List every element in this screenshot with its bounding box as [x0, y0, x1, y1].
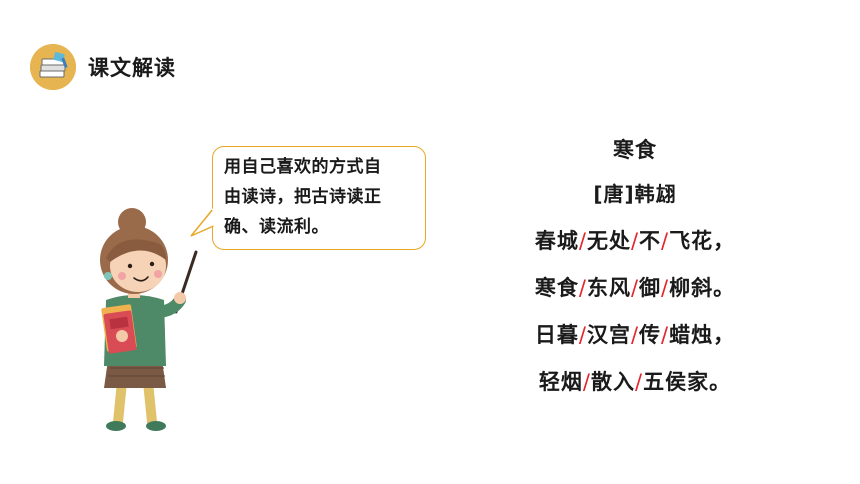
poem-segment: 五侯家。 — [643, 370, 732, 394]
poem-line: 日暮/汉宫/传/蜡烛， — [500, 312, 770, 359]
poem-segment: 汉宫 — [586, 323, 631, 347]
poem-author: [唐]韩翃 — [593, 182, 677, 206]
bubble-line: 确、读流利。 — [224, 217, 329, 237]
poem-segment: 传 — [639, 323, 662, 347]
pause-mark: / — [661, 323, 670, 347]
pause-mark: / — [661, 276, 670, 300]
pause-mark: / — [635, 370, 644, 394]
poem-line: 轻烟/散入/五侯家。 — [500, 359, 770, 406]
poem-segment: 飞花， — [669, 229, 736, 253]
speech-bubble-text: 用自己喜欢的方式自 由读诗，把古诗读正 确、读流利。 — [224, 152, 424, 242]
books-icon — [30, 44, 76, 90]
bubble-line: 用自己喜欢的方式自 — [224, 157, 382, 177]
poem-line: 春城/无处/不/飞花， — [500, 218, 770, 265]
teacher-illustration — [100, 208, 198, 431]
pause-mark: / — [578, 323, 587, 347]
poem-segment: 御 — [639, 276, 662, 300]
speech-bubble — [212, 146, 426, 250]
pause-mark: / — [630, 229, 640, 253]
bubble-line: 由读诗，把古诗读正 — [224, 187, 382, 207]
pause-mark: / — [582, 370, 591, 394]
pause-mark: / — [578, 276, 587, 300]
pause-mark: / — [630, 323, 640, 347]
poem: 寒食 [唐]韩翃 春城/无处/不/飞花， 寒食/东风/御/柳斜。 日暮/汉宫/传… — [500, 130, 770, 406]
poem-segment: 东风 — [586, 276, 631, 300]
section-header: 课文解读 — [30, 42, 176, 92]
speech-bubble-tail — [190, 208, 214, 237]
poem-segment: 散入 — [591, 370, 635, 394]
section-title: 课文解读 — [88, 56, 176, 80]
poem-title: 寒食 — [613, 138, 657, 162]
poem-segment: 日暮 — [534, 323, 579, 347]
poem-segment: 不 — [639, 229, 662, 253]
pause-mark: / — [630, 276, 640, 300]
poem-segment: 春城 — [534, 229, 579, 253]
poem-segment: 轻烟 — [538, 370, 583, 394]
poem-line: 寒食/东风/御/柳斜。 — [500, 265, 770, 312]
poem-segment: 寒食 — [534, 276, 579, 300]
pause-mark: / — [578, 229, 587, 253]
pause-mark: / — [661, 229, 670, 253]
poem-segment: 柳斜。 — [669, 276, 736, 300]
poem-segment: 无处 — [586, 229, 631, 253]
poem-segment: 蜡烛， — [669, 323, 736, 347]
